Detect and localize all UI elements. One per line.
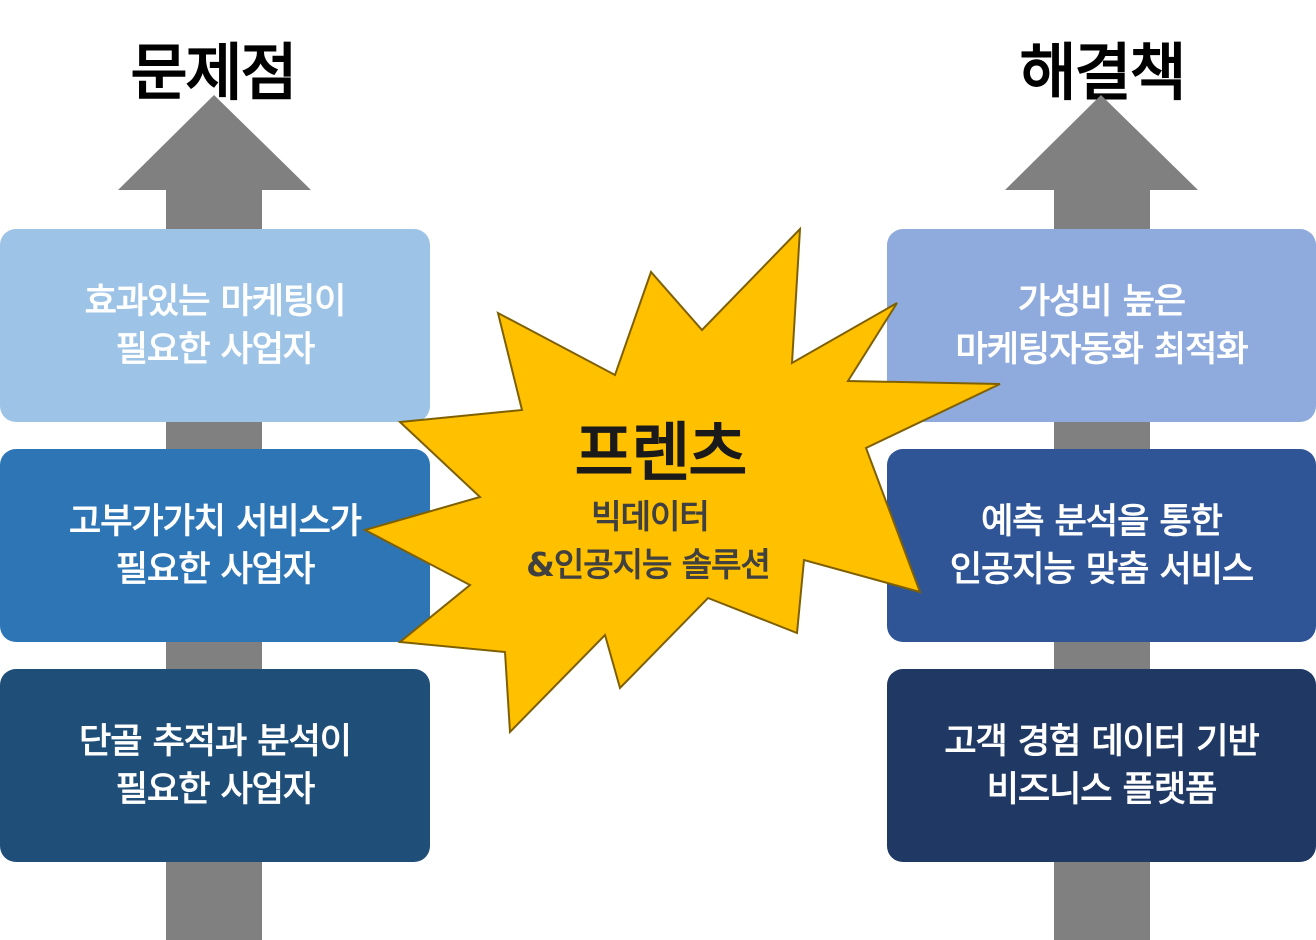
solution-2-line2: 인공지능 맞춤 서비스 [949, 549, 1254, 590]
problem-3-line2: 필요한 사업자 [115, 769, 315, 810]
solution-2-line1: 예측 분석을 통한 [981, 501, 1223, 542]
burst-shape [362, 226, 1001, 735]
solution-3-line1: 고객 경험 데이터 기반 [944, 721, 1259, 762]
problem-1-line2: 필요한 사업자 [115, 329, 315, 370]
solution-1-line2: 마케팅자동화 최적화 [955, 329, 1249, 370]
problem-3-line1: 단골 추적과 분석이 [79, 721, 352, 762]
center-subtitle-line2: &인공지능 솔루션 [526, 545, 771, 584]
center-title: 프렌츠 [574, 417, 748, 491]
solution-1-line1: 가성비 높은 [1017, 281, 1186, 322]
problem-2-line1: 고부가가치 서비스가 [69, 501, 362, 542]
problem-2-line2: 필요한 사업자 [115, 549, 315, 590]
solution-3-line2: 비즈니스 플랫폼 [986, 769, 1218, 810]
solutions-heading: 해결책 [1019, 36, 1186, 109]
center-subtitle-line1: 빅데이터 [591, 497, 709, 536]
problem-1-line1: 효과있는 마케팅이 [84, 281, 347, 322]
